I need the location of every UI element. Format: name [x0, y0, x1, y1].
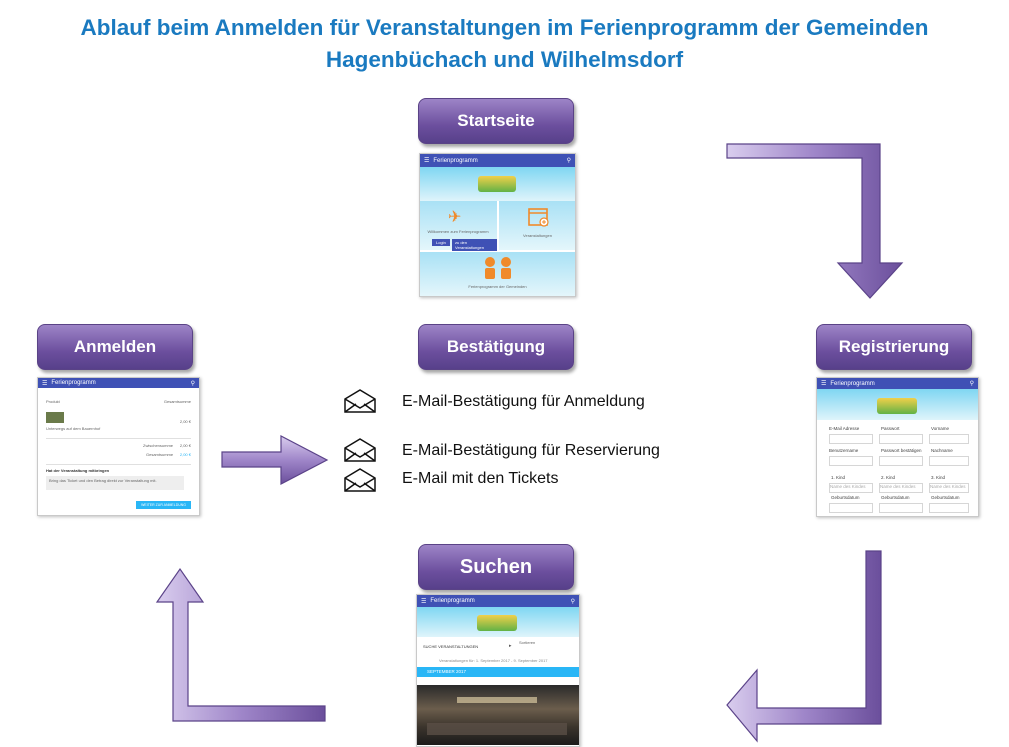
search-icon: ⚲	[570, 598, 575, 605]
app-bar: ☰ Ferienprogramm ⚲	[417, 595, 579, 607]
envelope-icon	[344, 468, 376, 492]
reg-label-kid1: 1. Kind	[831, 475, 846, 480]
logo-image	[478, 176, 516, 192]
menu-icon: ☰	[821, 381, 827, 387]
cart-note-text: Bring das Ticket und den Betrag direkt z…	[46, 476, 184, 490]
search-range: Veranstaltungen für: 1. September 2017 -…	[439, 658, 548, 663]
logo-image	[477, 615, 517, 631]
event-thumbnail	[46, 412, 64, 423]
arrow-suchen-to-anmelden	[155, 567, 326, 722]
cart-total: 2,00 €	[179, 452, 191, 457]
username-field[interactable]	[829, 456, 873, 466]
reg-label-birth1: Geburtsdatum	[831, 495, 860, 500]
kid1-birth-field[interactable]	[829, 503, 873, 513]
reg-label-birth3: Geburtsdatum	[931, 495, 960, 500]
cart-subtotal-label: Zwischensumme	[143, 443, 174, 448]
cart-total-label: Gesamtsumme	[146, 452, 174, 457]
kid3-birth-field[interactable]	[929, 503, 969, 513]
arrow-startseite-to-registrierung	[726, 143, 904, 299]
envelope-icon	[344, 389, 376, 413]
kid2-birth-field[interactable]	[879, 503, 923, 513]
reg-label-lastname: Nachname	[931, 448, 953, 453]
menu-icon: ☰	[424, 158, 430, 164]
month-bar: SEPTEMBER 2017	[417, 667, 579, 677]
arrow-anmelden-to-bestaetigung	[221, 435, 329, 485]
menu-icon: ☰	[42, 380, 48, 387]
screenshot-startseite: ☰ Ferienprogramm ⚲ ✈ Willkommen zum Feri…	[419, 153, 576, 297]
email-field[interactable]	[829, 434, 873, 444]
confirmation-anmeldung: E-Mail-Bestätigung für Anmeldung	[402, 393, 645, 410]
cart-col-price: Gesamtsumme	[163, 399, 191, 404]
calendar-tile-text: Veranstaltungen	[523, 233, 552, 238]
app-bar: ☰ Ferienprogramm ⚲	[420, 154, 575, 167]
login-tile: ✈ Willkommen zum Ferienprogramm Login zu…	[420, 201, 497, 251]
menu-icon: ☰	[421, 598, 427, 605]
confirmation-tickets: E-Mail mit den Tickets	[402, 470, 559, 487]
app-name: Ferienprogramm	[430, 598, 475, 604]
step-bestaetigung: Bestätigung	[418, 324, 574, 370]
kid1-name-field[interactable]: Name des Kindes	[829, 483, 873, 493]
title-line-1: Ablauf beim Anmelden für Veranstaltungen…	[80, 15, 929, 40]
ticket-icon: ✈	[448, 209, 462, 226]
reg-label-firstname: Vorname	[931, 426, 950, 431]
reg-label-birth2: Geburtsdatum	[881, 495, 910, 500]
password-confirm-field[interactable]	[879, 456, 923, 466]
cart-item: Unterwegs auf dem Bauernhof	[46, 426, 101, 431]
app-name: Ferienprogramm	[433, 157, 478, 164]
banner	[817, 389, 978, 420]
app-bar: ☰ Ferienprogramm ⚲	[38, 378, 199, 388]
cart-price: 2,00 €	[179, 419, 191, 424]
reg-label-kid2: 2. Kind	[881, 475, 896, 480]
app-name: Ferienprogramm	[830, 380, 875, 387]
kid2-name-field[interactable]: Name des Kindes	[879, 483, 923, 493]
login-button[interactable]: Login	[432, 239, 450, 246]
kids-tile: Ferienprogramm der Gemeinden	[420, 252, 575, 296]
firstname-field[interactable]	[929, 434, 969, 444]
search-dropdown[interactable]: ▸	[509, 643, 512, 649]
banner	[417, 607, 579, 637]
search-icon: ⚲	[566, 158, 571, 164]
calendar-tile: Veranstaltungen	[498, 201, 575, 250]
step-registrierung: Registrierung	[816, 324, 972, 370]
kid3-name-field[interactable]: Name des Kindes	[929, 483, 969, 493]
lastname-field[interactable]	[929, 456, 969, 466]
cart-note-heading: Hat der Veranstaltung mitbringen	[46, 468, 110, 473]
search-icon: ⚲	[190, 380, 195, 387]
page-title: Ablauf beim Anmelden für Veranstaltungen…	[0, 12, 1009, 76]
screenshot-anmelden: ☰ Ferienprogramm ⚲ Produkt Gesamtsumme U…	[37, 377, 200, 516]
logo-image	[877, 398, 917, 414]
sort-label: Sortieren	[519, 640, 536, 645]
step-anmelden: Anmelden	[37, 324, 193, 370]
confirmation-reservierung: E-Mail-Bestätigung für Reservierung	[402, 442, 660, 459]
step-startseite: Startseite	[418, 98, 574, 144]
reg-label-email: E-Mail Adresse	[829, 426, 860, 431]
cart-col-product: Produkt	[46, 399, 60, 404]
checkout-button[interactable]: WEITER ZUR ANMELDUNG	[136, 501, 191, 509]
reg-label-kid3: 3. Kind	[931, 475, 946, 480]
app-name: Ferienprogramm	[51, 380, 96, 386]
search-label: SUCHE VERANSTALTUNGEN	[423, 644, 479, 649]
screenshot-suchen: ☰ Ferienprogramm ⚲ SUCHE VERANSTALTUNGEN…	[416, 594, 580, 747]
event-photo	[417, 685, 579, 745]
search-icon: ⚲	[969, 381, 974, 387]
reg-label-password: Passwort	[881, 426, 900, 431]
title-line-2: Hagenbüchach und Wilhelmsdorf	[325, 47, 684, 72]
password-field[interactable]	[879, 434, 923, 444]
envelope-icon	[344, 438, 376, 462]
arrow-registrierung-to-suchen	[726, 550, 882, 743]
children-icon	[485, 257, 511, 279]
banner	[420, 167, 575, 201]
app-bar: ☰ Ferienprogramm ⚲	[817, 378, 978, 389]
reg-label-username: Benutzername	[829, 448, 859, 453]
events-button[interactable]: zu den Veranstaltungen	[452, 239, 497, 251]
reg-label-password-confirm: Passwort bestätigen	[881, 448, 922, 453]
step-suchen: Suchen	[418, 544, 574, 590]
kids-tile-text: Ferienprogramm der Gemeinden	[468, 284, 527, 289]
screenshot-registrierung: ☰ Ferienprogramm ⚲ E-Mail Adresse Passwo…	[816, 377, 979, 517]
cart-subtotal: 2,00 €	[179, 443, 191, 448]
login-tile-text: Willkommen zum Ferienprogramm	[427, 229, 489, 234]
calendar-icon	[527, 208, 549, 227]
